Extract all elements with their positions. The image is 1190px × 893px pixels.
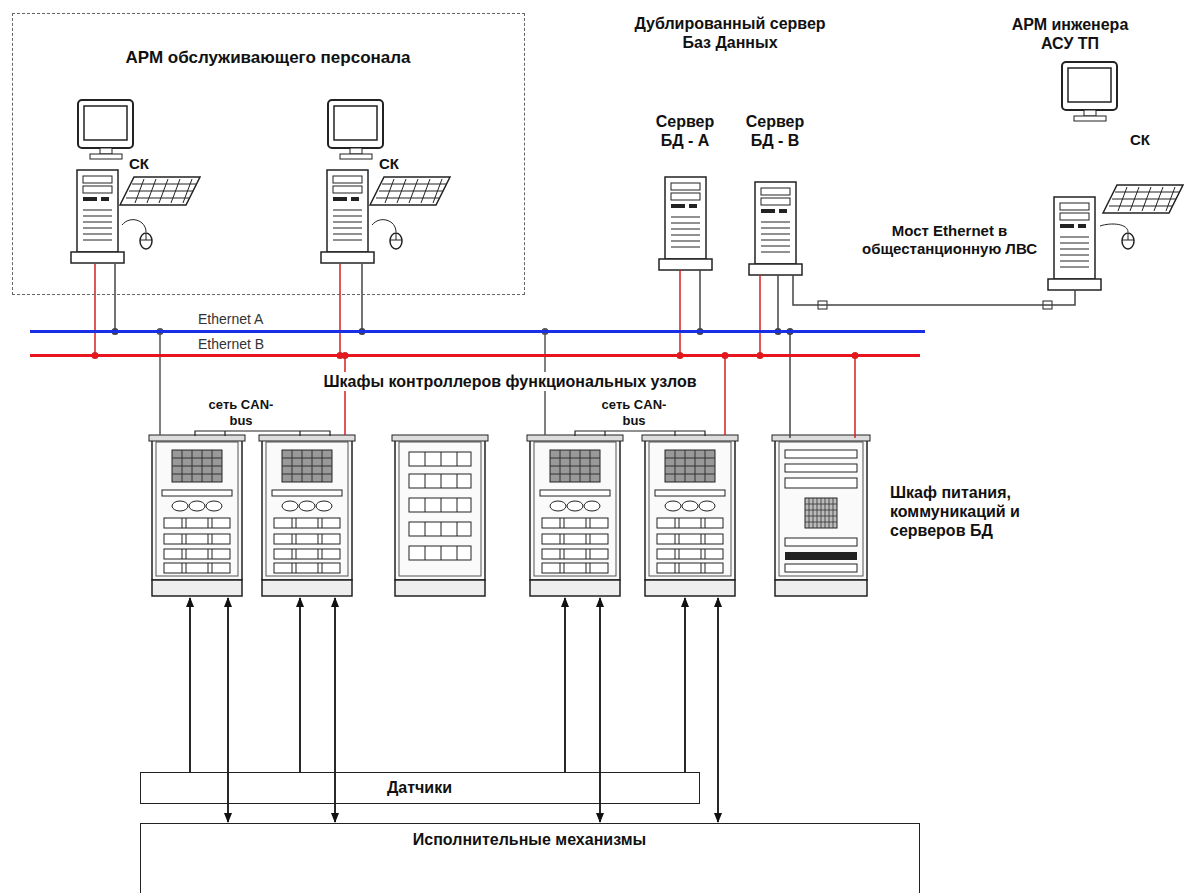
power-cabinet: Шкаф питания, коммуникаций и серверов БД bbox=[775, 438, 867, 596]
can-bus-brackets bbox=[195, 431, 705, 436]
keyboard-label: СК bbox=[129, 155, 149, 173]
region-heading: АРМ обслуживающего персонала bbox=[13, 48, 523, 68]
keyboard-label: СК bbox=[379, 155, 399, 173]
network-link bbox=[759, 275, 761, 354]
link-label: Мост Ethernet в общестанционную ЛВС bbox=[862, 222, 1037, 258]
network-link bbox=[679, 270, 681, 354]
cabinets bbox=[149, 435, 870, 596]
server-label: Сервер БД - А bbox=[645, 112, 725, 150]
box-label: Исполнительные механизмы bbox=[141, 830, 918, 849]
bus-label: Ethernet B bbox=[195, 336, 267, 353]
ethernet-bus: Ethernet B bbox=[30, 354, 920, 357]
workstation-figures bbox=[71, 100, 450, 263]
ethernet-bus: Ethernet A bbox=[30, 330, 925, 333]
workstation: СК bbox=[321, 96, 456, 264]
db-server: Сервер БД - А bbox=[645, 112, 725, 270]
actuators-box: Исполнительные механизмы bbox=[140, 823, 920, 893]
server-figures bbox=[659, 177, 802, 275]
db-server: Сервер БД - В bbox=[735, 112, 815, 275]
network-link bbox=[793, 275, 1075, 305]
box-label: Датчики bbox=[141, 778, 698, 797]
signal-arrows bbox=[190, 598, 718, 822]
group-heading: Дублированный сервер Баз Данных bbox=[630, 14, 830, 52]
network-link bbox=[361, 264, 363, 330]
workstation-heading: АРМ инженера АСУ ТП bbox=[1000, 15, 1140, 53]
network-link bbox=[777, 275, 779, 330]
network-label: сеть CAN-bus bbox=[205, 397, 277, 428]
dashed-region: АРМ обслуживающего персоналаСК СК bbox=[12, 13, 525, 295]
network-link bbox=[854, 357, 856, 438]
network-link bbox=[114, 264, 116, 330]
network-link bbox=[339, 264, 341, 354]
server-label: Сервер БД - В bbox=[735, 112, 815, 150]
sensors-box: Датчики bbox=[140, 772, 700, 804]
cabinet-label: Шкаф питания, коммуникаций и серверов БД bbox=[890, 483, 1055, 541]
network-link bbox=[789, 333, 791, 438]
network-link bbox=[94, 264, 96, 354]
cabinet-wires bbox=[157, 328, 729, 435]
network-label: сеть CAN-bus bbox=[598, 397, 670, 428]
network-link bbox=[699, 270, 701, 330]
group-heading: Шкафы контроллеров функциональных узлов bbox=[319, 372, 700, 391]
workstation: СК bbox=[71, 96, 206, 264]
engineer-figure bbox=[1048, 62, 1183, 290]
bus-label: Ethernet A bbox=[195, 311, 266, 328]
keyboard-label: СК bbox=[1130, 131, 1150, 149]
